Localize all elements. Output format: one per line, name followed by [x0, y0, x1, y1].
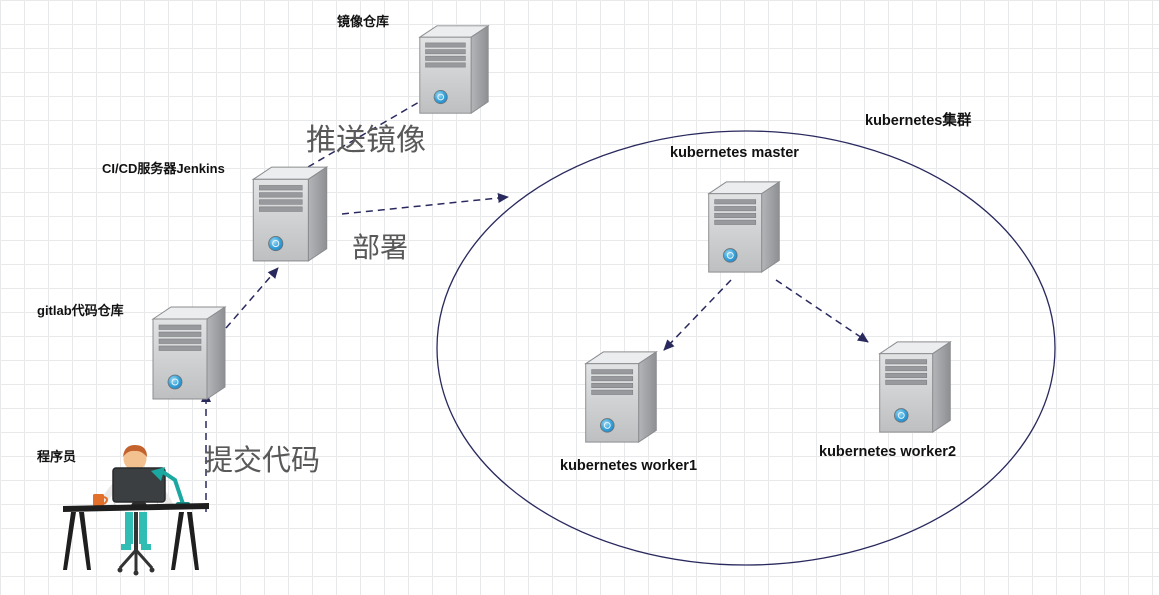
master-label: kubernetes master	[670, 145, 799, 161]
gitlab-label: gitlab代码仓库	[37, 303, 124, 318]
programmer-at-desk-icon	[63, 445, 209, 576]
server-icon	[412, 22, 496, 117]
server-icon	[246, 163, 334, 265]
jenkins-node	[246, 163, 334, 265]
server-icon	[702, 178, 786, 276]
arrow-master-to-worker2	[775, 279, 869, 343]
k8s-worker2-node	[872, 338, 958, 436]
server-icon	[578, 348, 664, 446]
server-icon	[872, 338, 958, 436]
registry-label: 镜像仓库	[337, 14, 390, 29]
worker1-label: kubernetes worker1	[560, 458, 698, 474]
programmer-label: 程序员	[37, 449, 77, 464]
cluster-label: kubernetes集群	[865, 113, 972, 129]
arrow-gitlab-to-jenkins	[225, 267, 279, 329]
gitlab-node	[146, 303, 232, 403]
push-image-edge-label: 推送镜像	[306, 124, 426, 157]
k8s-worker1-node	[578, 348, 664, 446]
worker2-label: kubernetes worker2	[819, 444, 957, 460]
arrow-master-to-worker1	[663, 279, 732, 351]
deploy-edge-label: 部署	[352, 232, 409, 263]
k8s-master-node	[702, 178, 786, 276]
jenkins-label: CI/CD服务器Jenkins	[102, 161, 225, 176]
commit-code-edge-label: 提交代码	[204, 445, 321, 477]
registry-node	[412, 22, 496, 117]
programmer-node	[55, 440, 215, 578]
arrow-deploy	[341, 193, 509, 215]
server-icon	[146, 303, 232, 403]
